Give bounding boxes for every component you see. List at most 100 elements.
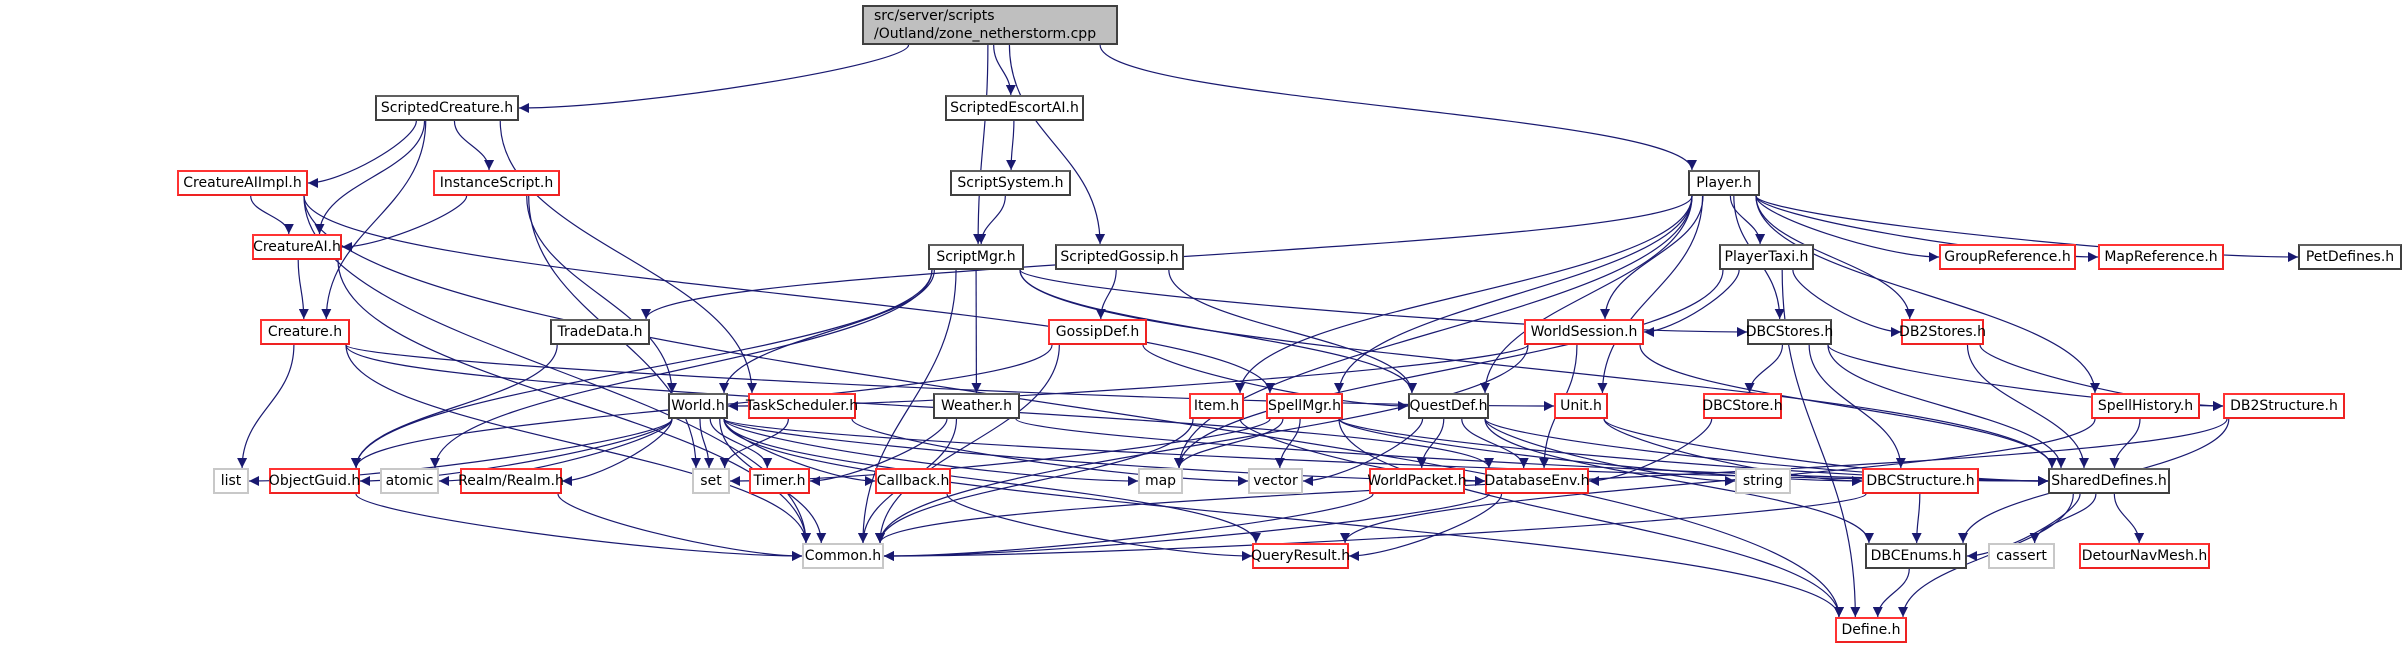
edge-shareddefines-to-cassert: [2029, 493, 2097, 544]
edge-instancescript-to-world: [526, 195, 677, 394]
edge-scriptedcreature-to-creatureaiimpl: [307, 120, 417, 188]
node-set: set: [692, 468, 730, 494]
node-scriptsystem[interactable]: ScriptSystem.h: [950, 170, 1071, 196]
node-label: cassert: [1996, 548, 2047, 564]
node-label: Weather.h: [941, 398, 1012, 414]
edge-creatureaiimpl-to-define: [303, 195, 1844, 618]
node-label: Common.h: [804, 548, 882, 564]
edge-dbcstores-to-dbcstructure: [1808, 344, 1906, 469]
node-tradedata[interactable]: TradeData.h: [550, 319, 650, 345]
edge-scriptsystem-to-scriptmgr: [976, 195, 1006, 245]
edge-instancescript-to-creatureai: [341, 195, 468, 252]
edge-worldsession-to-common: [875, 344, 1529, 544]
edge-taskscheduler-to-vector: [851, 418, 1249, 486]
node-timer[interactable]: Timer.h: [749, 468, 810, 494]
node-label: DBCEnums.h: [1870, 548, 1962, 564]
node-groupreference[interactable]: GroupReference.h: [1939, 244, 2076, 270]
node-label: DB2Stores.h: [1899, 324, 1986, 340]
node-label: ObjectGuid.h: [268, 473, 361, 489]
edge-dbcstructure-to-dbcenums: [1911, 493, 1922, 544]
node-creature[interactable]: Creature.h: [260, 319, 350, 345]
node-shareddefines[interactable]: SharedDefines.h: [2048, 468, 2170, 494]
node-unit[interactable]: Unit.h: [1554, 393, 1608, 419]
edge-playertaxi-to-worldsession: [1643, 269, 1740, 337]
node-taskscheduler[interactable]: TaskScheduler.h: [745, 393, 859, 419]
node-dbcstores[interactable]: DBCStores.h: [1746, 319, 1833, 345]
node-define[interactable]: Define.h: [1835, 617, 1907, 643]
node-label: ScriptedGossip.h: [1060, 249, 1179, 265]
node-dbcstructure[interactable]: DBCStructure.h: [1862, 468, 1979, 494]
node-db2structure[interactable]: DB2Structure.h: [2223, 393, 2345, 419]
node-player[interactable]: Player.h: [1688, 170, 1760, 196]
edge-creatureai-to-common: [337, 259, 811, 544]
edge-player-to-playertaxi: [1729, 195, 1766, 245]
node-label: TaskScheduler.h: [745, 398, 859, 414]
node-queryresult[interactable]: QueryResult.h: [1251, 543, 1350, 569]
node-label: atomic: [385, 473, 434, 489]
edge-realm-to-common: [557, 493, 803, 561]
node-label: PetDefines.h: [2305, 249, 2395, 265]
node-worldsession[interactable]: WorldSession.h: [1524, 319, 1644, 345]
edge-worldsession-to-shareddefines: [1639, 344, 2057, 469]
node-label: map: [1144, 473, 1177, 489]
node-questdef[interactable]: QuestDef.h: [1408, 393, 1489, 419]
edge-scriptmgr-to-objectguid: [351, 269, 933, 469]
node-world[interactable]: World.h: [668, 393, 728, 419]
edge-spellmgr-to-vector: [1274, 418, 1301, 469]
node-mapreference[interactable]: MapReference.h: [2098, 244, 2224, 270]
edge-scriptmgr-to-shareddefines: [1019, 269, 2057, 469]
node-weather[interactable]: Weather.h: [933, 393, 1020, 419]
node-dbcenums[interactable]: DBCEnums.h: [1865, 543, 1967, 569]
node-detournavmesh[interactable]: DetourNavMesh.h: [2079, 543, 2210, 569]
edge-callback-to-queryresult: [946, 493, 1253, 561]
node-label: WorldPacket.h: [1367, 473, 1467, 489]
node-objectguid[interactable]: ObjectGuid.h: [269, 468, 360, 494]
edge-scriptedcreature-to-creature: [321, 120, 427, 320]
node-dbcstore[interactable]: DBCStore.h: [1702, 393, 1783, 419]
edge-gossipdef-to-common: [875, 344, 1060, 544]
edge-questdef-to-databaseenv: [1461, 418, 1529, 469]
node-creatureaiimpl[interactable]: CreatureAIImpl.h: [177, 170, 308, 196]
node-common: Common.h: [802, 543, 884, 569]
node-label: DB2Structure.h: [2230, 398, 2338, 414]
node-worldpacket[interactable]: WorldPacket.h: [1367, 468, 1467, 494]
node-db2stores[interactable]: DB2Stores.h: [1899, 319, 1986, 345]
node-spellmgr[interactable]: SpellMgr.h: [1266, 393, 1343, 419]
node-item[interactable]: Item.h: [1189, 393, 1244, 419]
node-playertaxi[interactable]: PlayerTaxi.h: [1719, 244, 1814, 270]
node-spellhistory[interactable]: SpellHistory.h: [2091, 393, 2200, 419]
node-label: InstanceScript.h: [439, 175, 554, 191]
node-databaseenv[interactable]: DatabaseEnv.h: [1484, 468, 1590, 494]
edge-player-to-db2stores: [1755, 195, 1915, 320]
node-creatureai[interactable]: CreatureAI.h: [252, 234, 342, 260]
node-label: ScriptSystem.h: [957, 175, 1064, 191]
edge-weather-to-timer: [809, 418, 948, 486]
node-gossipdef[interactable]: GossipDef.h: [1048, 319, 1147, 345]
node-instancescript[interactable]: InstanceScript.h: [433, 170, 560, 196]
node-scriptedcreature[interactable]: ScriptedCreature.h: [375, 95, 519, 121]
node-label: DBCStructure.h: [1866, 473, 1975, 489]
edge-world-to-shareddefines: [723, 418, 2049, 486]
node-label: DatabaseEnv.h: [1484, 473, 1590, 489]
node-label: list: [220, 473, 242, 489]
node-realm[interactable]: Realm/Realm.h: [458, 468, 564, 494]
edge-dbcstores-to-shareddefines: [1827, 344, 2067, 469]
edge-dbcenums-to-define: [1872, 568, 1910, 618]
edge-root-to-scriptmgr: [973, 44, 989, 245]
node-scriptedgossip[interactable]: ScriptedGossip.h: [1055, 244, 1184, 270]
node-callback[interactable]: Callback.h: [875, 468, 951, 494]
node-list: list: [213, 468, 249, 494]
node-label: SharedDefines.h: [2051, 473, 2167, 489]
edge-questdef-to-string: [1484, 418, 1736, 486]
node-scriptedescortai[interactable]: ScriptedEscortAI.h: [945, 95, 1084, 121]
edge-tradedata-to-objectguid: [351, 344, 558, 469]
edge-playertaxi-to-db2stores: [1792, 269, 1902, 337]
edge-scriptedescortai-to-scriptsystem: [1006, 120, 1017, 171]
node-petdefines[interactable]: PetDefines.h: [2298, 244, 2402, 270]
edge-questdef-to-vector: [1302, 418, 1424, 486]
edge-player-to-spellmgr: [1334, 195, 1693, 394]
node-scriptmgr[interactable]: ScriptMgr.h: [928, 244, 1024, 270]
edge-shareddefines-to-detournavmesh: [2113, 493, 2145, 544]
edge-root-to-scriptedescortai: [993, 44, 1016, 96]
edge-objectguid-to-common: [355, 493, 803, 561]
